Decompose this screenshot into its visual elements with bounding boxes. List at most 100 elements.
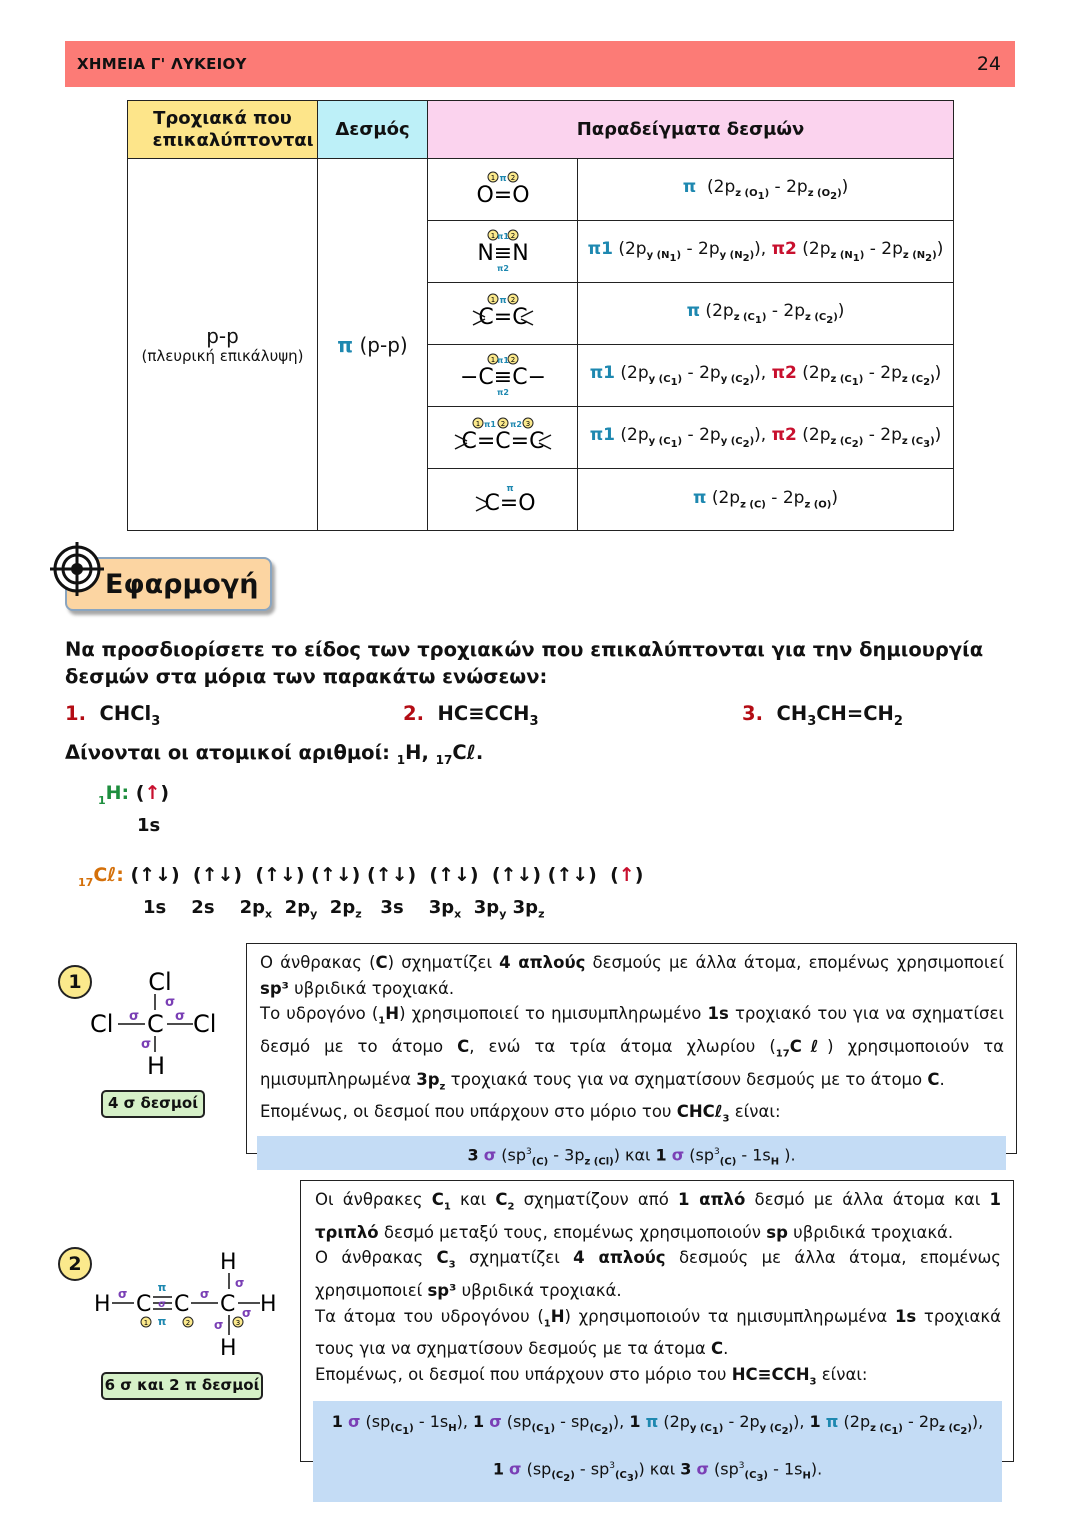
svg-text:π1: π1 — [497, 232, 509, 241]
bonds-o2: π (2pz (O1) - 2pz (O2)) — [576, 158, 955, 221]
svg-text:2: 2 — [500, 420, 504, 428]
svg-text:π: π — [506, 484, 513, 494]
svg-text:O=O: O=O — [476, 183, 529, 208]
svg-text:H: H — [220, 1336, 237, 1361]
svg-text:2: 2 — [510, 174, 514, 182]
example-1-box: Ο άνθρακας (C) σχηματίζει 4 απλούς δεσμο… — [246, 943, 1017, 1171]
svg-text:σ: σ — [200, 1287, 209, 1301]
col-header-examples: Παραδείγματα δεσμών — [426, 100, 955, 159]
ex1-text-2: Το υδρογόνο (1H) χρησιμοποιεί το ημισυμπ… — [260, 1004, 1005, 1092]
molecule-ethene: 1 2 π C=C — [427, 282, 578, 345]
ex1-text-3: Επομένως, οι δεσμοί που υπάρχουν στο μόρ… — [260, 1102, 781, 1125]
svg-text:H: H — [94, 1292, 111, 1317]
svg-text:H: H — [220, 1250, 237, 1275]
example-2-box: Οι άνθρακες C1 και C2 σχηματίζουν από 1 … — [300, 1180, 1014, 1503]
ex2-text-3: Τα άτομα του υδρογόνου (1H) χρησιμοποιού… — [315, 1306, 1001, 1359]
svg-text:H: H — [147, 1052, 165, 1080]
svg-text:1: 1 — [490, 232, 494, 240]
compound-1: 1. CHCl3 — [65, 702, 161, 729]
overlap-cell: p-p (πλευρική επικάλυψη) — [127, 158, 318, 531]
svg-text:σ: σ — [175, 1009, 185, 1024]
molecule-allene: 1 2 3 π1 π2 C=C=C — [427, 406, 578, 469]
application-badge: Εφαρμογή — [65, 557, 272, 611]
svg-text:Cl: Cl — [148, 968, 171, 996]
svg-text:2: 2 — [186, 1319, 190, 1327]
molecule-n2: 1 2 π1 N≡N π2 — [427, 220, 578, 283]
svg-text:1: 1 — [490, 174, 494, 182]
given-atomic-numbers: Δίνονται οι ατομικοί αριθμοί: 1H, 17Cℓ. — [65, 741, 484, 767]
molecule-ethyne: 1 2 π1 −C≡C− π2 — [427, 344, 578, 407]
svg-text:C: C — [220, 1292, 235, 1317]
page-number: 24 — [976, 53, 1001, 75]
svg-text:π: π — [499, 174, 506, 184]
bonds-allene: π1 (2py (C1) - 2py (C2)), π2 (2pz (C2) -… — [576, 406, 955, 469]
example-1-number: 1 — [58, 965, 92, 999]
ex2-text-1: Οι άνθρακες C1 και C2 σχηματίζουν από 1 … — [315, 1190, 1001, 1242]
svg-text:σ: σ — [235, 1276, 244, 1290]
h-orbital-1s: 1s — [137, 815, 161, 836]
page-header: ΧΗΜΕΙΑ Γ' ΛΥΚΕΙΟΥ 24 — [65, 41, 1015, 87]
svg-text:1: 1 — [490, 296, 494, 304]
svg-text:C: C — [136, 1292, 151, 1317]
bonds-carbonyl: π (2pz (C) - 2pz (O)) — [576, 468, 955, 531]
compound-2: 2. HC≡CCH3 — [403, 702, 539, 729]
bonds-ethene: π (2pz (C1) - 2pz (C2)) — [576, 282, 955, 345]
svg-text:C=C: C=C — [478, 305, 527, 330]
svg-text:π1: π1 — [484, 420, 496, 429]
svg-text:σ: σ — [129, 1009, 139, 1024]
example-1-tag: 4 σ δεσμοί — [101, 1090, 205, 1118]
ex2-text-2: Ο άνθρακας C3 σχηματίζει 4 απλούς δεσμού… — [315, 1248, 1001, 1301]
svg-text:Cl: Cl — [90, 1010, 113, 1038]
svg-text:π1: π1 — [497, 356, 509, 365]
bonds-n2: π1 (2py (N1) - 2py (N2)), π2 (2pz (N1) -… — [576, 220, 955, 283]
svg-text:σ: σ — [242, 1306, 251, 1320]
svg-text:π: π — [158, 1315, 167, 1328]
cl-config: 17Cℓ: (↑↓) (↑↓) (↑↓) (↑↓) (↑↓) (↑↓) (↑↓)… — [78, 864, 644, 889]
svg-text:σ: σ — [141, 1037, 151, 1052]
bond-cell: π (p-p) — [317, 158, 428, 531]
svg-text:C=O: C=O — [484, 491, 535, 516]
orbital-table: Τροχιακά που επικαλύπτονται Δεσμός Παραδ… — [127, 100, 955, 531]
molecule-o2: 1 2 π O=O — [427, 158, 578, 221]
chcl3-structure: Cl σ Cl σ C σ Cl σ H — [90, 968, 216, 1080]
svg-text:π2: π2 — [497, 388, 509, 397]
svg-text:1: 1 — [490, 356, 494, 364]
h-config: 1H: (↑) — [98, 782, 170, 807]
ex2-text-4: Επομένως, οι δεσμοί που υπάρχουν στο μόρ… — [315, 1364, 868, 1388]
svg-text:C: C — [147, 1010, 164, 1038]
svg-text:3: 3 — [525, 420, 529, 428]
svg-text:σ: σ — [118, 1287, 127, 1301]
svg-text:3: 3 — [236, 1319, 240, 1327]
svg-text:−C≡C−: −C≡C− — [459, 365, 545, 390]
ex1-text-1: Ο άνθρακας (C) σχηματίζει 4 απλούς δεσμο… — [260, 953, 1004, 998]
svg-text:π: π — [158, 1281, 167, 1294]
col-header-orbitals: Τροχιακά που επικαλύπτονται — [127, 100, 318, 159]
svg-text:H: H — [260, 1292, 277, 1317]
svg-text:2: 2 — [510, 356, 514, 364]
svg-text:2: 2 — [510, 232, 514, 240]
bonds-ethyne: π1 (2py (C1) - 2py (C2)), π2 (2pz (C1) -… — [576, 344, 955, 407]
ex2-result: 1 σ (sp(C1) - 1sH), 1 σ (sp(C1) - sp(C2)… — [313, 1400, 1002, 1503]
example-2-tag: 6 σ και 2 π δεσμοί — [101, 1372, 263, 1400]
svg-text:σ: σ — [214, 1318, 223, 1332]
svg-text:σ: σ — [165, 995, 175, 1010]
propyne-structure: H σ H σ C π σ π C σ C σ H σ H 1 2 3 — [94, 1250, 277, 1361]
compound-3: 3. CH3CH=CH2 — [742, 702, 903, 729]
cl-orbitals: 1s 2s 2px 2py 2pz 3s 3px 3py 3pz — [143, 897, 545, 921]
svg-text:π: π — [499, 296, 506, 306]
header-title: ΧΗΜΕΙΑ Γ' ΛΥΚΕΙΟΥ — [77, 55, 247, 73]
svg-text:σ: σ — [158, 1299, 166, 1310]
svg-text:1: 1 — [475, 420, 479, 428]
svg-text:π2: π2 — [497, 264, 509, 273]
svg-text:C: C — [174, 1292, 189, 1317]
col-header-bond: Δεσμός — [317, 100, 428, 159]
question-text: Να προσδιορίσετε το είδος των τροχιακών … — [65, 638, 984, 688]
example-2-number: 2 — [58, 1247, 92, 1281]
target-icon — [50, 542, 104, 596]
ex1-result: 3 σ (sp3(C) - 3pz (Cl)) και 1 σ (sp3(C) … — [257, 1136, 1006, 1171]
svg-text:2: 2 — [510, 296, 514, 304]
svg-text:π2: π2 — [510, 420, 522, 429]
molecule-carbonyl: π C=O — [427, 468, 578, 531]
svg-text:C=C=C: C=C=C — [461, 429, 544, 454]
svg-text:Cl: Cl — [193, 1010, 216, 1038]
